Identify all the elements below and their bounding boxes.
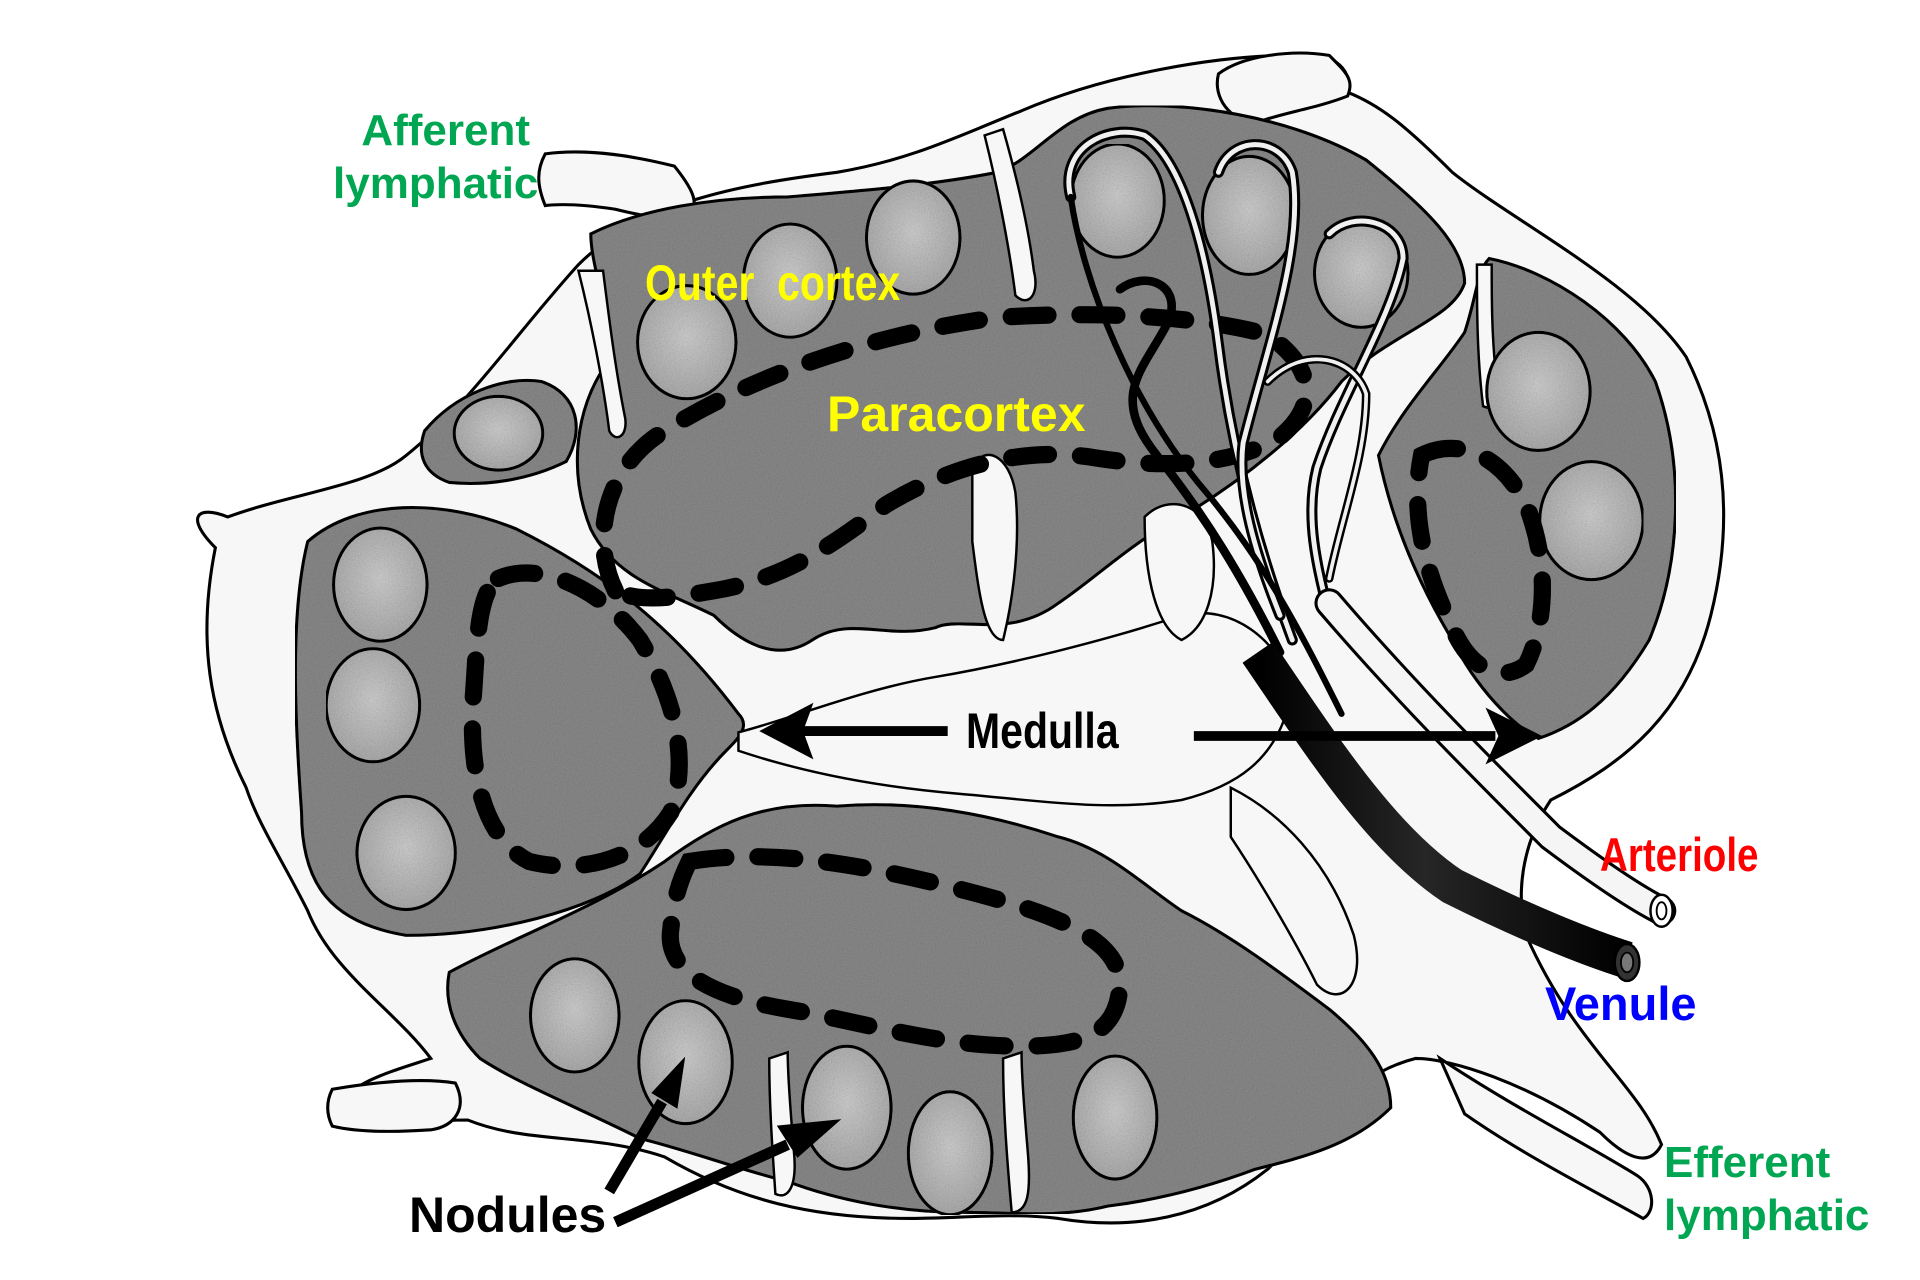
arrow-up-right-icon xyxy=(651,1056,686,1109)
efferent-lymphatic-vessel xyxy=(1436,1054,1654,1221)
label-efferent-lymphatic: Efferent lymphatic xyxy=(1664,1138,1870,1240)
venule-vessel xyxy=(1242,641,1641,983)
arrow-right-icon xyxy=(1485,707,1543,765)
label-outer-cortex: Outer cortex xyxy=(645,255,901,311)
septa xyxy=(576,127,1498,1214)
vessel-loops xyxy=(1063,126,1409,717)
arrow-right-up-icon xyxy=(776,1119,842,1158)
lower-left-vessel xyxy=(326,1079,462,1133)
label-afferent-lymphatic: Afferent lymphatic xyxy=(333,106,539,208)
medulla-sinuses xyxy=(737,453,1359,996)
label-nodules: Nodules xyxy=(409,1187,607,1243)
label-paracortex: Paracortex xyxy=(827,386,1086,442)
arteriole-vessel xyxy=(1314,588,1677,929)
label-venule: Venule xyxy=(1545,977,1697,1030)
nodules xyxy=(324,142,1645,1217)
label-medulla: Medulla xyxy=(966,703,1119,759)
label-arteriole: Arteriole xyxy=(1600,828,1759,881)
nodules-arrows xyxy=(604,1056,842,1228)
paracortex-boundaries xyxy=(463,306,1551,1055)
arrow-left-icon xyxy=(759,702,814,760)
medulla-arrows xyxy=(759,702,1543,765)
